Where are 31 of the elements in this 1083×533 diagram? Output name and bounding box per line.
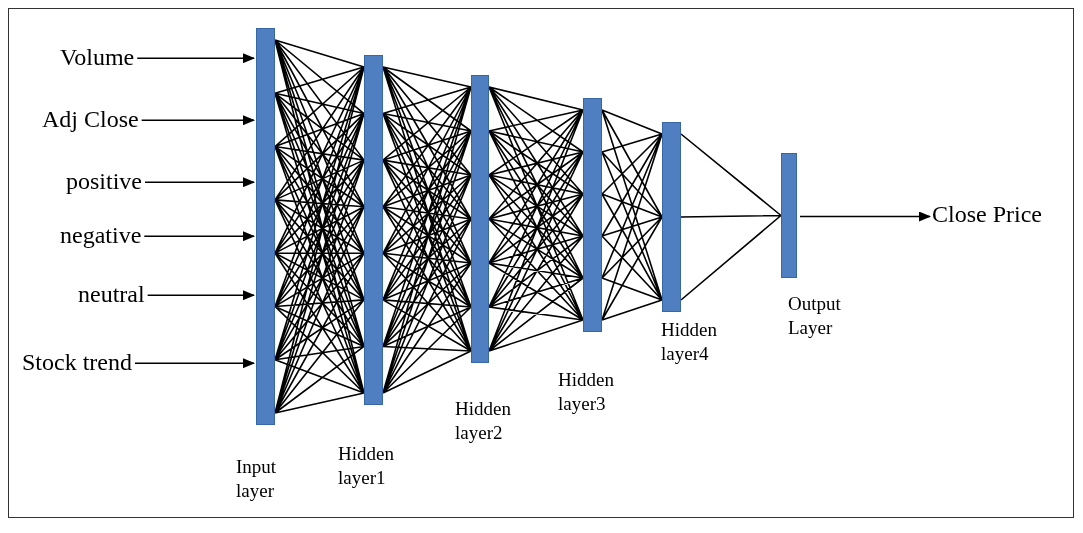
layer-label: Hidden layer2 — [455, 397, 511, 445]
arrow — [144, 177, 255, 188]
layer-label: Output Layer — [788, 292, 841, 340]
input-feature-label: positive — [66, 168, 142, 195]
arrow — [799, 211, 931, 222]
input-feature-label: neutral — [78, 281, 145, 308]
layer-bar — [662, 122, 681, 312]
input-feature-label: Stock trend — [22, 349, 132, 376]
connection-lines — [601, 109, 663, 321]
arrow — [136, 53, 255, 64]
arrow — [146, 290, 255, 301]
connection-lines — [680, 133, 782, 301]
layer-bar — [256, 28, 275, 425]
layer-label: Hidden layer3 — [558, 368, 614, 416]
connection-lines — [488, 86, 584, 352]
input-feature-label: Volume — [60, 44, 135, 71]
connection-lines — [274, 39, 365, 414]
layer-label: Input layer — [236, 455, 277, 503]
arrow — [140, 115, 255, 126]
layer-label: Hidden layer4 — [661, 318, 717, 366]
layer-bar — [364, 55, 383, 405]
input-feature-label: Adj Close — [42, 106, 139, 133]
layer-bar — [471, 75, 489, 363]
arrow — [143, 231, 255, 242]
input-feature-label: negative — [60, 222, 142, 249]
arrow — [134, 358, 255, 369]
layer-bar — [781, 153, 797, 278]
layer-bar — [583, 98, 602, 332]
layer-label: Hidden layer1 — [338, 442, 394, 490]
output-label: Close Price — [932, 201, 1042, 228]
connection-lines — [382, 66, 472, 394]
